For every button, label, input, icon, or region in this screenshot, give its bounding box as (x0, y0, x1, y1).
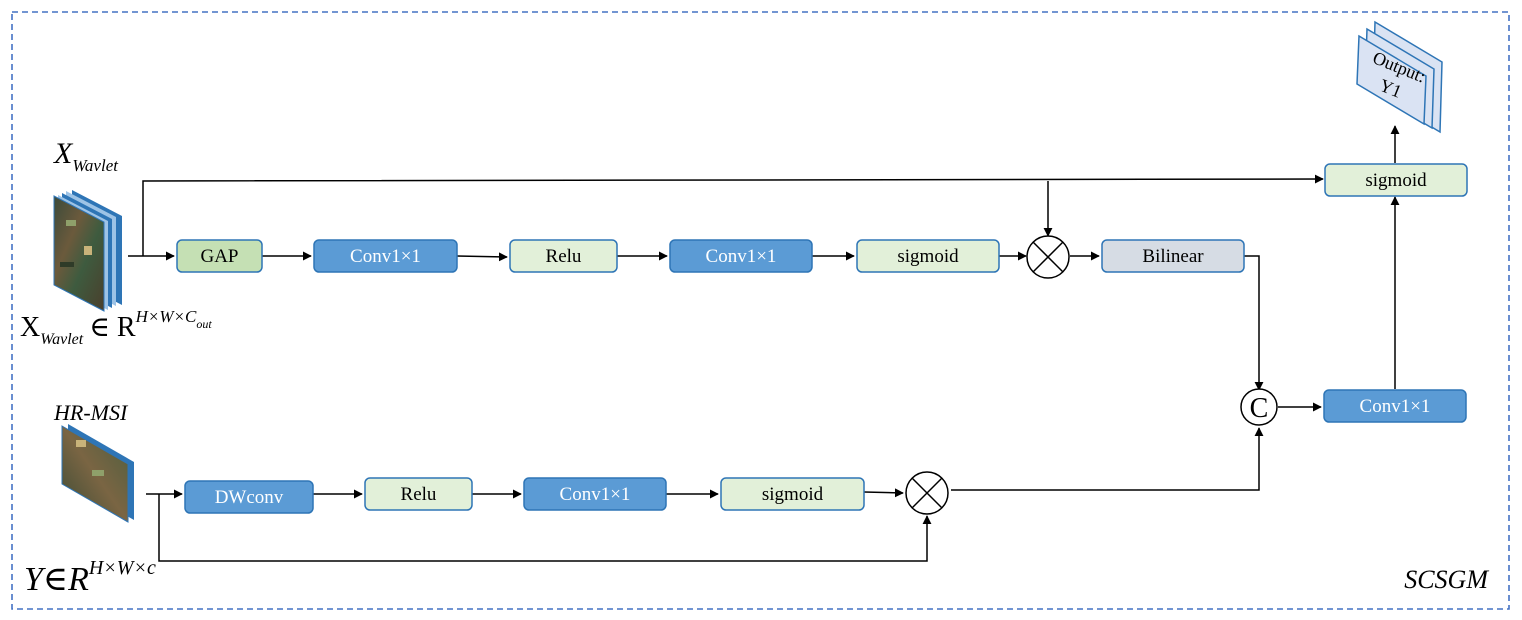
conv1x1-block-top-1: Conv1×1 (313, 239, 458, 273)
concat-operator: C (1240, 388, 1278, 426)
arrow-bilinear-to-concat (1244, 255, 1264, 391)
relu-block-top: Relu (509, 239, 618, 273)
hrmsi-skip-path (158, 494, 932, 562)
arrow-sigmoid-to-multiply-bottom (863, 488, 904, 498)
wavlet-image-stack (53, 190, 122, 312)
svg-text:Conv1×1: Conv1×1 (560, 484, 631, 505)
multiply-operator-top (1026, 235, 1070, 279)
conv1x1-block-bottom: Conv1×1 (523, 477, 667, 511)
module-tag: SCSGM (1404, 565, 1489, 594)
svg-text:Relu: Relu (546, 246, 582, 267)
svg-text:DWconv: DWconv (215, 487, 284, 508)
sigmoid-block-right: sigmoid (1324, 163, 1468, 197)
hrmsi-image-stack (61, 424, 134, 523)
svg-text:sigmoid: sigmoid (1365, 170, 1427, 191)
svg-text:GAP: GAP (200, 246, 238, 267)
svg-text:sigmoid: sigmoid (762, 484, 824, 505)
wavlet-formula: XWavlet∈ RH×W×Cout (20, 307, 212, 348)
dwconv-block: DWconv (184, 480, 314, 514)
gap-block: GAP (176, 239, 263, 273)
hrmsi-formula: Y∈RH×W×c (24, 557, 156, 598)
svg-text:Conv1×1: Conv1×1 (350, 246, 421, 267)
conv1x1-block-top-2: Conv1×1 (669, 239, 813, 273)
wavlet-skip-path (142, 174, 1324, 256)
arrow-conv-to-relu (456, 252, 508, 262)
svg-text:Conv1×1: Conv1×1 (1360, 396, 1431, 417)
conv1x1-block-right: Conv1×1 (1323, 389, 1467, 423)
svg-text:sigmoid: sigmoid (897, 246, 959, 267)
svg-text:Bilinear: Bilinear (1142, 246, 1204, 267)
bilinear-block: Bilinear (1101, 239, 1245, 273)
relu-block-bottom: Relu (364, 477, 473, 511)
arrow-multiply-to-concat (951, 427, 1264, 491)
svg-text:Conv1×1: Conv1×1 (706, 246, 777, 267)
output-stack: Output: Y1 (1356, 20, 1443, 134)
multiply-operator-bottom (905, 471, 949, 515)
svg-text:Relu: Relu (401, 484, 437, 505)
wavlet-title: XWavlet (53, 137, 119, 175)
connectors (128, 125, 1400, 562)
sigmoid-block-top: sigmoid (856, 239, 1000, 273)
sigmoid-block-bottom: sigmoid (720, 477, 865, 511)
svg-text:C: C (1250, 393, 1269, 424)
module-frame (11, 11, 1510, 610)
hrmsi-title: HR-MSI (53, 400, 129, 425)
